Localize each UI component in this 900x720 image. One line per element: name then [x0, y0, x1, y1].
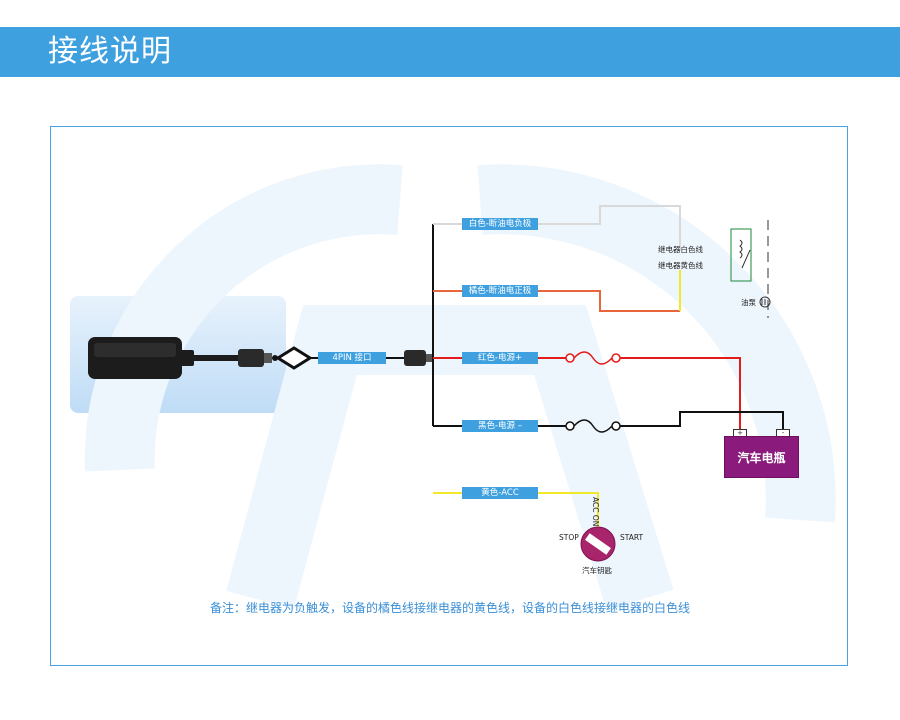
- page-title: 接线说明: [48, 34, 172, 69]
- watermark-logo: [84, 164, 836, 611]
- header-bar: 接线说明: [0, 27, 900, 77]
- fuse-red: [565, 351, 621, 365]
- relay-white-label: 继电器白色线: [658, 245, 703, 254]
- wire-red-2: [620, 357, 741, 430]
- key-start-label: START: [620, 533, 644, 542]
- key-label: 汽车钥匙: [582, 566, 612, 575]
- ignition-key: [580, 526, 616, 562]
- wire-label-orange: 橘色-断油电正极: [462, 285, 538, 297]
- wire-label-black: 黑色-电源 –: [462, 420, 538, 432]
- pump-label: 油泵: [741, 298, 756, 307]
- wire-black-2: [620, 411, 784, 430]
- pump-symbol: [759, 296, 771, 308]
- gps-device: [88, 337, 272, 379]
- key-acc-on-label: ACC ON: [591, 497, 600, 527]
- fuse-black: [565, 419, 621, 433]
- wire-label-yellow: 黄色-ACC: [462, 487, 538, 499]
- footnote: 备注：继电器为负触发，设备的橘色线接继电器的黄色线，设备的白色线接继电器的白色线: [209, 601, 690, 615]
- car-battery: 汽车电瓶: [724, 436, 799, 478]
- connector-label: 4PIN 接口: [318, 352, 386, 364]
- diagram-frame: [50, 126, 848, 666]
- wire-white: [433, 205, 681, 250]
- key-stop-label: STOP: [559, 533, 579, 542]
- wire-label-red: 红色-电源+: [462, 352, 538, 364]
- wire-label-white: 白色-断油电负极: [462, 218, 538, 230]
- relay-yellow-label: 继电器黄色线: [658, 261, 703, 270]
- relay-symbol: [730, 220, 769, 318]
